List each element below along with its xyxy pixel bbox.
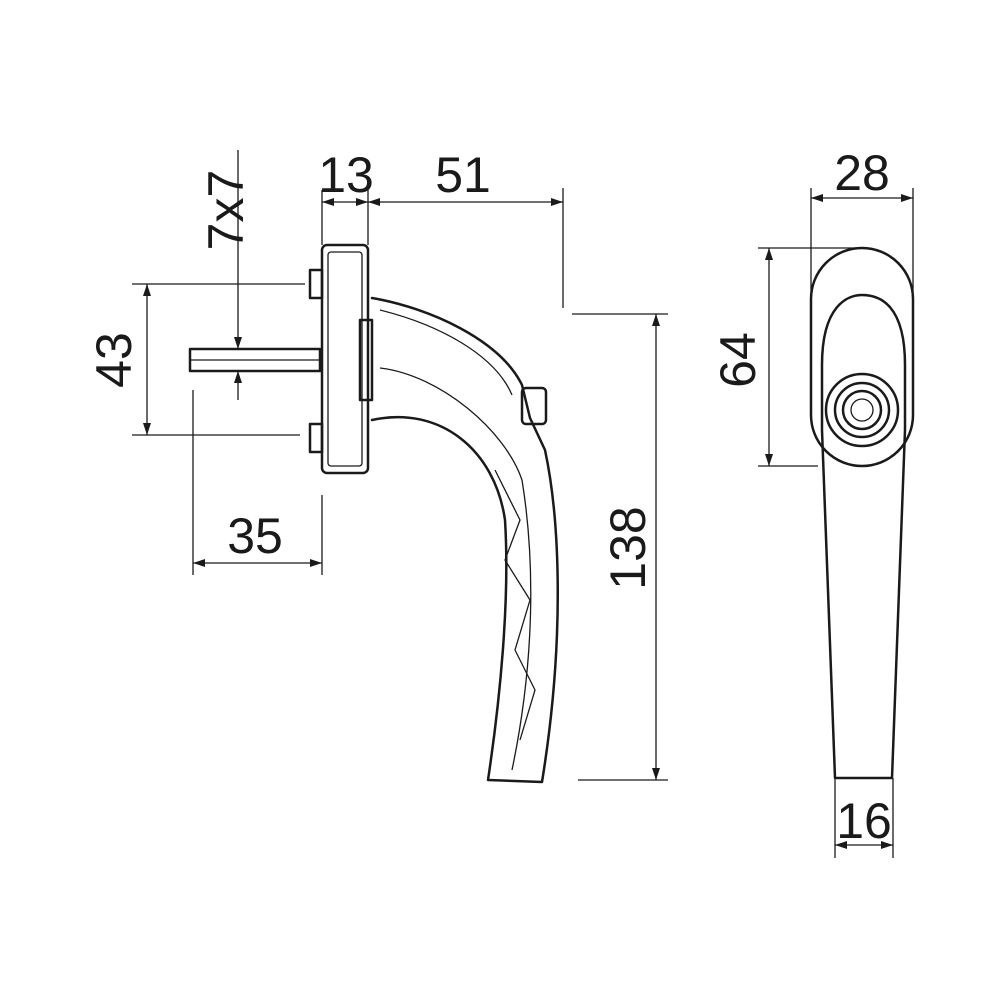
rosette-front-outline bbox=[809, 246, 915, 468]
rosette-base-plate bbox=[320, 243, 374, 475]
dimension-label-handle-length: 138 bbox=[600, 506, 656, 589]
front-view bbox=[809, 246, 915, 780]
dimension-label-grip-width: 16 bbox=[836, 793, 892, 849]
dimension-rosette-thickness: 13 bbox=[318, 147, 374, 245]
cylinder-lock bbox=[824, 372, 900, 448]
dimension-rosette-height: 64 bbox=[710, 247, 865, 467]
dimension-grip-width: 16 bbox=[834, 778, 894, 858]
fixing-screw-top bbox=[308, 268, 324, 300]
spindle bbox=[188, 347, 322, 373]
handle-front-outline bbox=[820, 293, 907, 780]
side-view bbox=[188, 243, 559, 784]
dimension-label-rosette-width: 28 bbox=[834, 145, 890, 201]
dimension-fixing-spacing: 43 bbox=[86, 283, 305, 436]
dimension-handle-reach: 51 bbox=[368, 147, 564, 308]
dimension-rosette-width: 28 bbox=[810, 145, 914, 292]
dimension-label-spindle-length: 35 bbox=[227, 508, 283, 564]
dimension-handle-length: 138 bbox=[572, 313, 668, 781]
dimension-label-rosette-thickness: 13 bbox=[318, 147, 374, 203]
dimension-label-rosette-height: 64 bbox=[710, 332, 766, 388]
dimension-label-handle-reach: 51 bbox=[435, 147, 491, 203]
dimension-label-spindle-size: 7x7 bbox=[198, 170, 254, 251]
dimension-label-fixing-spacing: 43 bbox=[86, 332, 142, 388]
lever-handle bbox=[370, 296, 559, 784]
fixing-screw-bottom bbox=[308, 422, 324, 454]
dimension-spindle-size: 7x7 bbox=[198, 150, 254, 400]
dimension-spindle-length: 35 bbox=[192, 390, 323, 575]
